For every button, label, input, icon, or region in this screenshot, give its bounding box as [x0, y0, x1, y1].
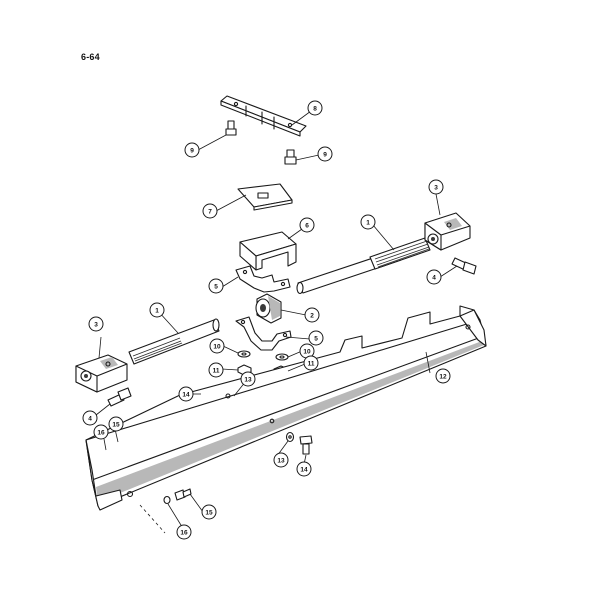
- callout-4: 4: [82, 410, 98, 426]
- channel-guard-part: [85, 305, 487, 511]
- svg-text:15: 15: [112, 422, 120, 429]
- bracket-plate-part: [237, 183, 293, 211]
- svg-text:15: 15: [205, 510, 213, 517]
- svg-text:2: 2: [310, 313, 314, 320]
- svg-text:12: 12: [439, 374, 447, 381]
- callout-1: 1: [360, 214, 376, 230]
- svg-text:9: 9: [190, 148, 194, 155]
- alignment-line: [139, 504, 166, 534]
- callout-5: 5: [208, 278, 224, 294]
- svg-text:11: 11: [213, 368, 220, 375]
- callout-14: 14: [178, 386, 194, 402]
- washer-part: [285, 431, 295, 443]
- callout-7: 7: [202, 203, 218, 219]
- washer-part: [237, 350, 251, 358]
- svg-text:16: 16: [97, 430, 105, 437]
- callout-13: 13: [240, 371, 256, 387]
- svg-text:10: 10: [213, 344, 221, 351]
- callout-5: 5: [308, 330, 324, 346]
- rubber-bushing-part: [255, 293, 282, 324]
- svg-text:13: 13: [277, 458, 285, 465]
- svg-text:6: 6: [305, 223, 309, 230]
- page-number-label: 6-64: [81, 52, 100, 62]
- svg-text:14: 14: [182, 392, 190, 399]
- mounting-bar-part: [220, 95, 307, 137]
- svg-text:5: 5: [214, 284, 218, 291]
- callout-1: 1: [149, 302, 165, 318]
- svg-text:8: 8: [313, 106, 317, 113]
- svg-text:4: 4: [432, 275, 436, 282]
- callout-10: 10: [209, 338, 225, 354]
- bearing-housing-part: [75, 354, 128, 393]
- svg-text:16: 16: [180, 530, 188, 537]
- callout-2: 2: [304, 307, 320, 323]
- bolt-part: [225, 120, 237, 136]
- callout-16: 16: [176, 524, 192, 540]
- svg-text:13: 13: [244, 377, 252, 384]
- callout-15: 15: [201, 504, 217, 520]
- clamp-part: [235, 316, 292, 351]
- svg-text:1: 1: [366, 220, 370, 227]
- bolt-part: [284, 149, 297, 165]
- svg-text:10: 10: [303, 349, 311, 356]
- svg-text:5: 5: [314, 336, 318, 343]
- callout-12: 12: [435, 368, 451, 384]
- callout-13: 13: [273, 452, 289, 468]
- svg-text:3: 3: [94, 322, 98, 329]
- clamp-part: [235, 265, 291, 293]
- drive-shaft-part: [296, 237, 431, 295]
- callout-14: 14: [296, 461, 312, 477]
- callout-8: 8: [307, 100, 323, 116]
- bolt-part: [107, 387, 132, 407]
- bolt-part: [174, 488, 192, 501]
- svg-text:3: 3: [434, 185, 438, 192]
- callout-3: 3: [428, 179, 444, 195]
- svg-text:7: 7: [208, 209, 212, 216]
- callout-9: 9: [317, 146, 333, 162]
- callout-11: 11: [303, 355, 319, 371]
- callout-3: 3: [88, 316, 104, 332]
- drive-shaft-part: [128, 318, 220, 365]
- callout-4: 4: [426, 269, 442, 285]
- callout-16: 16: [93, 424, 109, 440]
- bearing-housing-part: [424, 212, 471, 251]
- svg-text:1: 1: [155, 308, 159, 315]
- svg-text:4: 4: [88, 416, 92, 423]
- callout-11: 11: [208, 362, 224, 378]
- callout-9: 9: [184, 142, 200, 158]
- svg-text:9: 9: [323, 152, 327, 159]
- bearing-bracket-part: [239, 231, 297, 271]
- bolt-part: [451, 257, 477, 275]
- callout-6: 6: [299, 217, 315, 233]
- washer-part: [163, 495, 171, 505]
- svg-text:11: 11: [308, 361, 315, 368]
- washer-part: [275, 353, 289, 361]
- callout-15: 15: [108, 416, 124, 432]
- bolt-part: [299, 435, 313, 455]
- svg-text:14: 14: [300, 467, 308, 474]
